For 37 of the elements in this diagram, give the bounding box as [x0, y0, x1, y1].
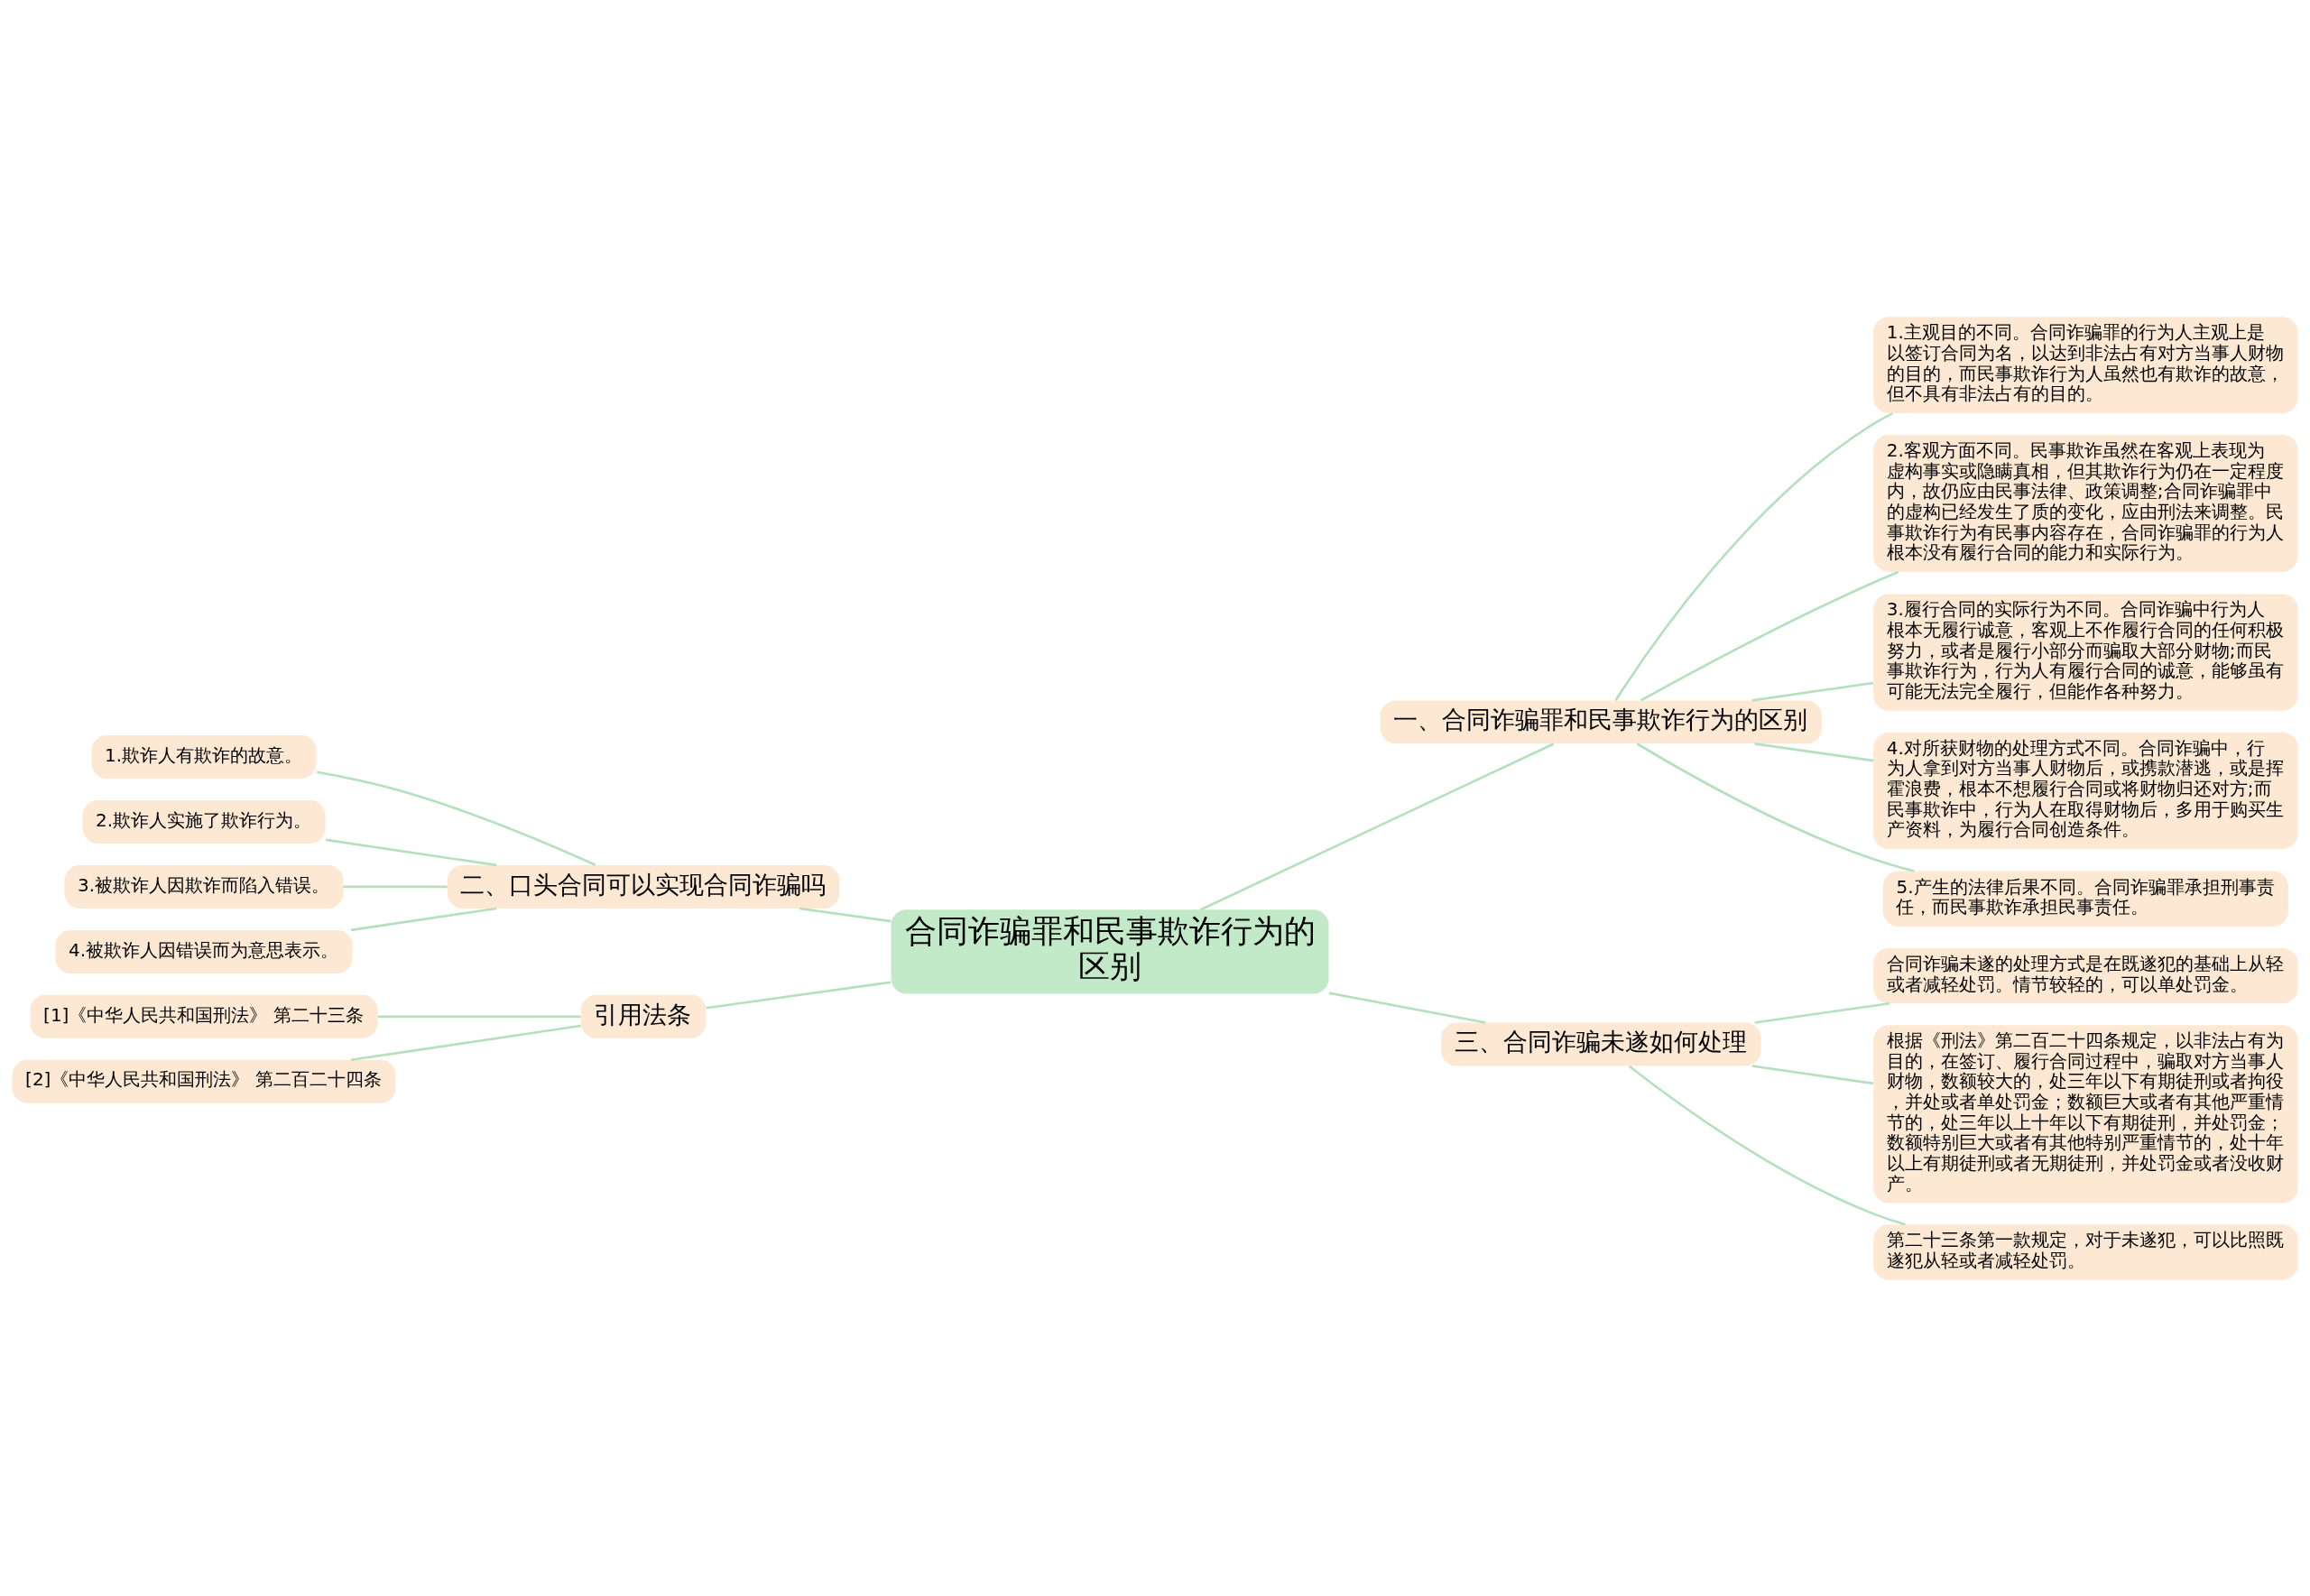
node-box: 二、口头合同可以实现合同诈骗吗 [447, 864, 840, 909]
connector [706, 980, 892, 1010]
node-box: 5.产生的法律后果不同。合同诈骗罪承担刑事责任，而民事欺诈承担民事责任。 [1882, 871, 2288, 927]
node-box: 1.主观目的不同。合同诈骗罪的行为人主观上是以签订合同为名，以达到非法占有对方当事人财物的目的，而民事欺诈行为人虽然也有欺诈的故意，但不具有非法占有的目的。 [1873, 316, 2298, 413]
node-box: 4.对所获财物的处理方式不同。合同诈骗中，行为人拿到对方当事人财物后，或携款潜逃，或是挥霍浪费，根本不想履行合同或将财物归还对方;而民事欺诈中，行为人在取得财物后，多用于购买生产资料，为履行合同创造条件。 [1873, 732, 2298, 849]
node-box: 2.客观方面不同。民事欺诈虽然在客观上表现为虚构事实或隐瞒真相，但其欺诈行为仍在一定程度内，故仍应由民事法律、政策调整;合同诈骗罪中的虚构已经发生了质的变化，应由刑法来调整。民事欺诈行为有民事内容存在，合同诈骗罪的行为人根本没有履行合同的能力和实际行为。 [1873, 434, 2298, 572]
connector [1628, 1065, 1906, 1226]
connector [1614, 411, 1893, 701]
connector [1636, 742, 1915, 872]
connector [1200, 742, 1555, 910]
node-box: 3.履行合同的实际行为不同。合同诈骗中行为人根本无履行诚意，客观上不作履行合同的任何积极努力，或者是履行小部分而骗取大部分财物;而民事欺诈行为，行为人有履行合同的诚意，能够虽有可能无法完全履行，但能作各种努力。 [1873, 593, 2298, 711]
node-box: 4.被欺诈人因错误而为意思表示。 [55, 929, 353, 973]
connector [316, 770, 596, 866]
connector [1751, 1064, 1874, 1084]
connector [343, 885, 448, 888]
connector [1640, 570, 1899, 701]
node-box: [1]《中华人民共和国刑法》 第二十三条 [30, 994, 378, 1038]
connector [325, 838, 497, 866]
node-box: 一、合同诈骗罪和民事欺诈行为的区别 [1380, 699, 1822, 743]
node-box: 合同诈骗罪和民事欺诈行为的区别 [891, 909, 1329, 994]
connector [1754, 1001, 1890, 1024]
node-box: 2.欺诈人实施了欺诈行为。 [82, 799, 326, 844]
connector [350, 1024, 581, 1061]
node-box: 根据《刑法》第二百二十四条规定，以非法占有为目的，在签订、履行合同过程中，骗取对方当事人财物，数额较大的，处三年以下有期徒刑或者拘役，并处或者单处罚金；数额巨大或者有其他严重情节的，处三年以上十年以下有期徒刑，并处罚金；数额特别巨大或者有其他特别严重情节的，处十年以上有期徒刑或者无期徒刑，并处罚金或者没收财产。 [1873, 1024, 2298, 1203]
connector [1328, 991, 1486, 1024]
node-box: 第二十三条第一款规定，对于未遂犯，可以比照既遂犯从轻或者减轻处罚。 [1873, 1223, 2298, 1280]
connector [350, 907, 497, 931]
connector [1751, 681, 1874, 702]
connector [799, 907, 892, 922]
node-box: 合同诈骗未遂的处理方式是在既遂犯的基础上从轻或者减轻处罚。情节较轻的，可以单处罚金。 [1873, 947, 2298, 1003]
node-box: 1.欺诈人有欺诈的故意。 [91, 734, 317, 779]
node-box: [2]《中华人民共和国刑法》 第二百二十四条 [12, 1059, 396, 1103]
node-box: 引用法条 [580, 994, 707, 1038]
connector [377, 1015, 581, 1018]
connector [1754, 742, 1874, 761]
node-box: 3.被欺诈人因欺诈而陷入错误。 [64, 864, 344, 909]
node-box: 三、合同诈骗未遂如何处理 [1441, 1022, 1761, 1066]
